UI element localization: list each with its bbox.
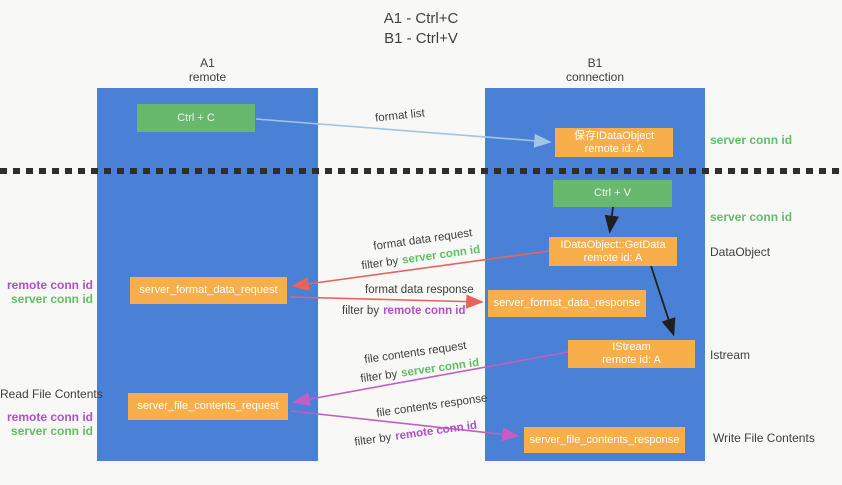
session-divider-dotted-line [0,168,842,174]
column-a-role: remote [188,70,227,84]
page-title: A1 - Ctrl+C B1 - Ctrl+V [0,9,842,49]
server-file-contents-response-box: server_file_contents_response [524,427,685,453]
ctrl-c-label: Ctrl + C [177,111,215,124]
filter-by-text: filter by [342,305,380,317]
remote-conn-id-text: remote conn id [383,305,466,317]
title-line-1: A1 - Ctrl+C [383,10,459,27]
column-a-name: A1 [200,56,215,70]
filter-by-text: filter by [360,255,400,273]
istream-line2: remote id: A [602,354,661,366]
remote-conn-id-label-left-bottom: remote conn id [6,410,93,424]
ctrl-c-box: Ctrl + C [137,104,255,132]
server-conn-id-label-right-mid: server conn id [710,210,793,224]
ctrl-v-label: Ctrl + V [594,187,631,199]
save-dataobject-box: 保存IDataObject remote id: A [555,128,673,157]
server-conn-id-label-left-mid: server conn id [10,292,93,306]
server-file-contents-request-label: server_file_contents_request [137,400,279,412]
remote-conn-id-label-left-mid: remote conn id [6,278,93,292]
save-dataobject-line1: 保存IDataObject [573,129,655,142]
dataobject-label: DataObject [710,245,771,259]
getdata-line2: remote id: A [583,251,643,264]
server-conn-id-label-right-top: server conn id [710,133,793,147]
getdata-box: IDataObject::GetData remote id: A [549,237,677,266]
server-conn-id-label-left-bottom: server conn id [10,424,93,438]
ctrl-v-box: Ctrl + V [553,180,672,207]
server-file-contents-request-box: server_file_contents_request [128,393,288,420]
server-format-data-response-box: server_format_data_response [488,290,646,317]
filter-by-text: filter by [353,431,393,449]
column-b-name: B1 [587,56,603,70]
istream-label: Istream [710,348,751,362]
format-list-label: format list [374,107,426,125]
server-file-contents-response-label: server_file_contents_response [529,433,680,446]
istream-line1: IStream [612,341,651,353]
server-format-data-response-label: server_format_data_response [493,297,641,309]
column-b-role: connection [565,70,625,84]
file-contents-response-label: file contents response [375,392,489,420]
filter-by-text: filter by [359,368,399,386]
read-file-contents-label: Read File Contents [0,387,103,401]
title-line-2: B1 - Ctrl+V [384,30,458,47]
server-conn-id-text: server conn id [400,356,480,380]
server-format-data-request-label: server_format_data_request [139,284,278,296]
server-format-data-request-box: server_format_data_request [130,277,287,304]
column-b-header: B1 connection [485,56,705,84]
istream-box: IStream remote id: A [568,340,695,368]
remote-conn-id-text: remote conn id [394,419,478,443]
save-dataobject-line2: remote id: A [584,142,644,155]
column-a-header: A1 remote [97,56,318,84]
getdata-line1: IDataObject::GetData [560,238,666,251]
format-data-response-arrow [289,294,484,309]
write-file-contents-label: Write File Contents [713,431,815,445]
format-data-response-label: format data response [365,284,474,296]
